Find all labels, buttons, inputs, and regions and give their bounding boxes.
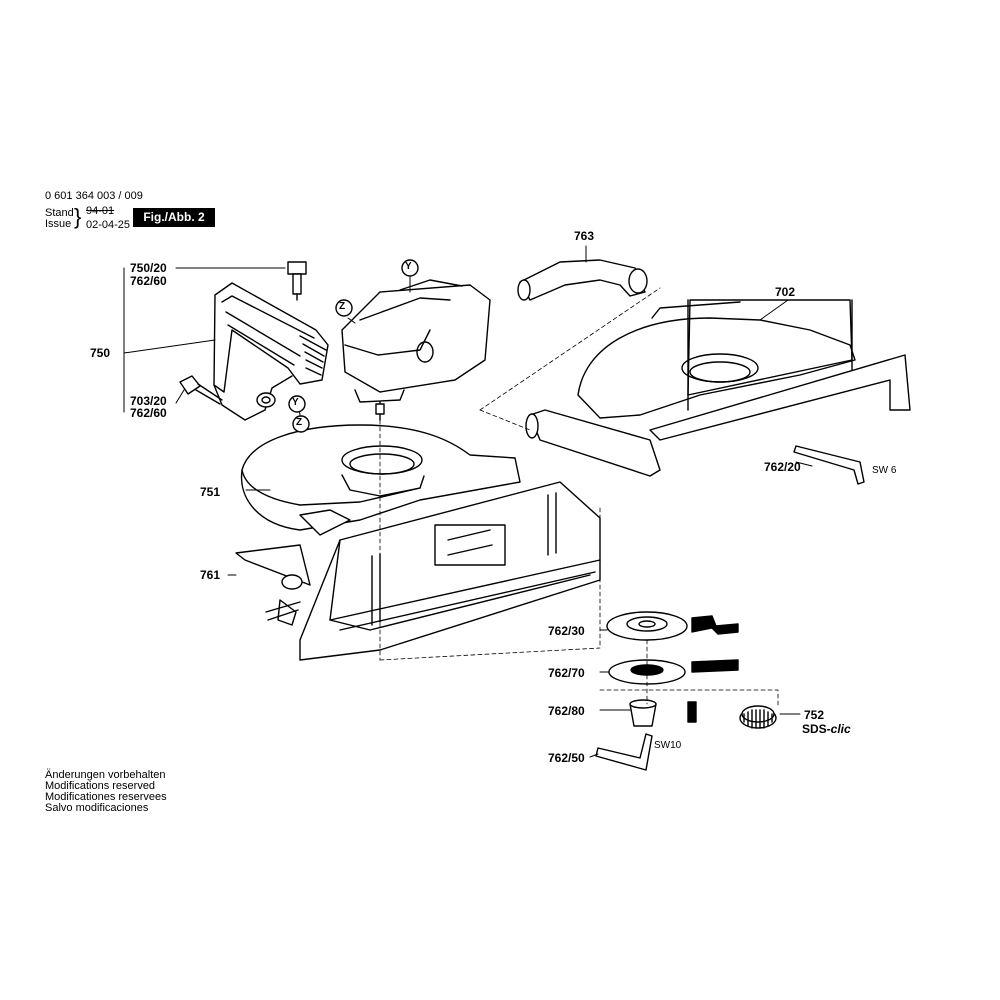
clamp-nut-752-icon (739, 705, 777, 729)
marker-z-bottom-label: Z (296, 417, 303, 428)
part-label-762-30: 762/30 (548, 624, 585, 638)
part-label-763: 763 (574, 229, 595, 243)
part-label-762-50: 762/50 (548, 751, 585, 765)
brace-symbol: } (74, 204, 82, 229)
issue-value: 02-04-25 (86, 219, 131, 231)
footer-note-en: Modifications reserved (45, 780, 156, 792)
hex-key-sw10-icon (595, 733, 653, 771)
footer-note-es: Salvo modificaciones (45, 802, 149, 814)
part-label-702: 702 (775, 285, 796, 299)
suction-hose-icon (517, 259, 648, 301)
marker-y-bottom-icon (288, 395, 306, 413)
spacer-762-80-icon (629, 699, 697, 727)
part-label-761: 761 (200, 568, 221, 582)
part-label-750: 750 (90, 346, 111, 360)
grinder-head-icon (341, 279, 491, 421)
flange-762-70-icon (608, 659, 739, 685)
sds-prefix: SDS- (802, 722, 831, 736)
sds-clic-suffix: clic (830, 722, 851, 736)
stand-label: Stand (45, 207, 74, 219)
marker-z-top-icon (335, 299, 353, 317)
marker-y-top-icon (401, 259, 419, 277)
part-label-762-70: 762/70 (548, 666, 585, 680)
marker-y-top-label: Y (405, 261, 412, 272)
document-number: 0 601 364 003 / 009 (45, 190, 143, 202)
footer-note-de: Änderungen vorbehalten (45, 769, 166, 781)
marker-y-bottom-label: Y (292, 397, 299, 408)
part-label-751: 751 (200, 485, 221, 499)
part-label-762-20: 762/20 (764, 460, 801, 474)
extraction-hood-icon (525, 299, 911, 477)
part-label-762-60-lower: 762/60 (130, 406, 167, 420)
hex-key-sw6-icon (793, 445, 865, 485)
part-label-762-60-upper: 762/60 (130, 274, 167, 288)
flange-762-30-icon (606, 611, 739, 641)
footer-note-fr: Modificationes reservees (45, 791, 167, 803)
marker-z-top-label: Z (339, 301, 346, 312)
figure-badge: Fig./Abb. 2 (133, 208, 215, 227)
cutting-guide-base-icon (235, 481, 601, 661)
sds-clic-label: SDS-clic (802, 722, 851, 736)
stand-value: 94-01 (86, 205, 115, 217)
part-label-752: 752 (804, 708, 825, 722)
handle-screw-icon (179, 375, 223, 405)
part-label-750-20: 750/20 (130, 261, 167, 275)
hex-key-size-sw10: SW10 (654, 740, 682, 751)
side-handle-icon (213, 282, 329, 421)
hex-key-size-sw6: SW 6 (872, 465, 897, 476)
bracket-bolt-icon (287, 261, 307, 301)
protective-guard-icon (240, 424, 521, 536)
part-label-762-80: 762/80 (548, 704, 585, 718)
part-label-703-20: 703/20 (130, 394, 167, 408)
issue-label: Issue (45, 218, 72, 230)
marker-z-bottom-icon (292, 415, 310, 433)
